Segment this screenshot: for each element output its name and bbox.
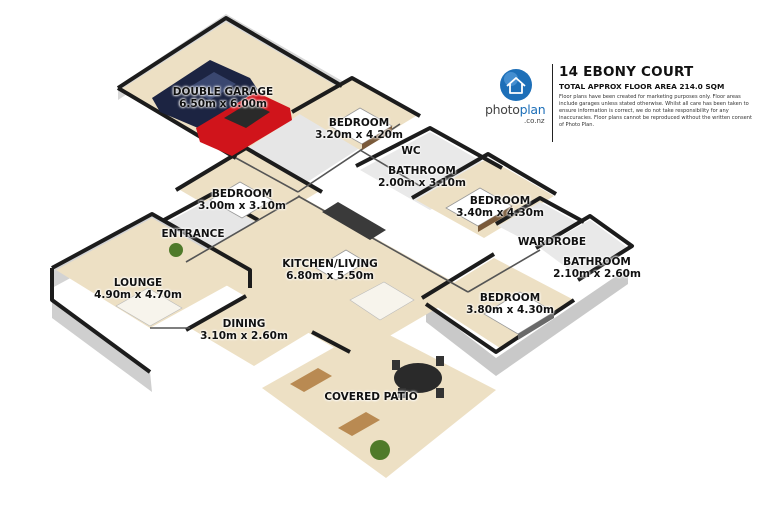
room-name: BEDROOM xyxy=(328,117,390,129)
bed-icon xyxy=(329,107,393,150)
kitchen-living-floor xyxy=(186,196,468,358)
room-name: BEDROOM xyxy=(211,188,273,200)
plant-icon xyxy=(169,243,183,257)
room-name: LOUNGE xyxy=(113,277,163,289)
room-size: 3.80m x 4.30m xyxy=(466,304,554,316)
ensuite-floor xyxy=(540,220,628,276)
room-size: 6.80m x 5.50m xyxy=(286,270,374,282)
main-south-wall-face xyxy=(52,300,152,392)
room-name: KITCHEN/LIVING xyxy=(282,258,378,270)
kitchen-island xyxy=(315,249,367,281)
dining-floor xyxy=(190,296,310,366)
room-label-entrance: ENTRANCE xyxy=(162,228,225,240)
wardrobe-floor xyxy=(498,202,580,248)
logo-word-accent: plan xyxy=(519,102,546,117)
east-wing-wall-face xyxy=(426,268,628,376)
room-size: 6.50m x 6.00m xyxy=(179,98,267,110)
logo-domain: .co.nz xyxy=(524,117,545,125)
house-outline-icon xyxy=(500,69,532,101)
bed-icon xyxy=(209,181,273,219)
room-name: ENTRANCE xyxy=(161,228,225,240)
room-label-patio: COVERED PATIO xyxy=(324,391,417,403)
living-rug xyxy=(349,281,415,321)
plant-icon xyxy=(370,440,390,460)
room-name: BEDROOM xyxy=(469,195,531,207)
room-size: 2.10m x 2.60m xyxy=(553,268,641,280)
room-size: 2.00m x 3.10m xyxy=(378,177,466,189)
room-name: COVERED PATIO xyxy=(324,391,418,403)
patio-chair-icon xyxy=(392,356,444,398)
room-size: 3.10m x 2.60m xyxy=(200,330,288,342)
room-label-wc: WC xyxy=(401,145,420,157)
room-name: WC xyxy=(401,145,421,157)
bench-icon xyxy=(338,412,380,436)
room-size: 3.20m x 4.20m xyxy=(315,129,403,141)
room-name: BEDROOM xyxy=(479,292,541,304)
lounge-rug xyxy=(115,287,183,327)
bench-icon xyxy=(290,368,332,392)
room-name: DINING xyxy=(222,318,266,330)
room-name: BATHROOM xyxy=(388,165,456,177)
bed-icon xyxy=(445,187,513,232)
room-size: 4.90m x 4.70m xyxy=(94,289,182,301)
kitchen-counter xyxy=(322,202,386,240)
room-size: 3.00m x 3.10m xyxy=(198,200,286,212)
logo-wordmark: photoplan xyxy=(485,102,546,117)
photoplan-logo: photoplan .co.nz xyxy=(484,66,550,128)
divider xyxy=(552,64,553,142)
lounge-floor xyxy=(56,218,248,328)
room-name: DOUBLE GARAGE xyxy=(172,86,274,98)
disclaimer-text: Floor plans have been created for market… xyxy=(559,94,752,129)
room-label-wardrobe: WARDROBE xyxy=(518,236,586,248)
room-name: WARDROBE xyxy=(517,236,587,248)
logo-word-main: photo xyxy=(485,102,520,117)
red-car-icon xyxy=(196,92,292,156)
room-size: 3.40m x 4.30m xyxy=(456,207,544,219)
room-name: BATHROOM xyxy=(563,256,631,268)
floor-area: TOTAL APPROX FLOOR AREA 214.0 SQM xyxy=(559,82,725,91)
bed-icon xyxy=(483,291,555,340)
property-address: 14 EBONY COURT xyxy=(559,64,694,80)
master-bedroom-floor xyxy=(426,258,574,348)
navy-car-icon xyxy=(152,60,258,128)
dining-table-icon xyxy=(394,363,442,393)
listing-info: 14 EBONY COURT TOTAL APPROX FLOOR AREA 2… xyxy=(559,64,755,129)
